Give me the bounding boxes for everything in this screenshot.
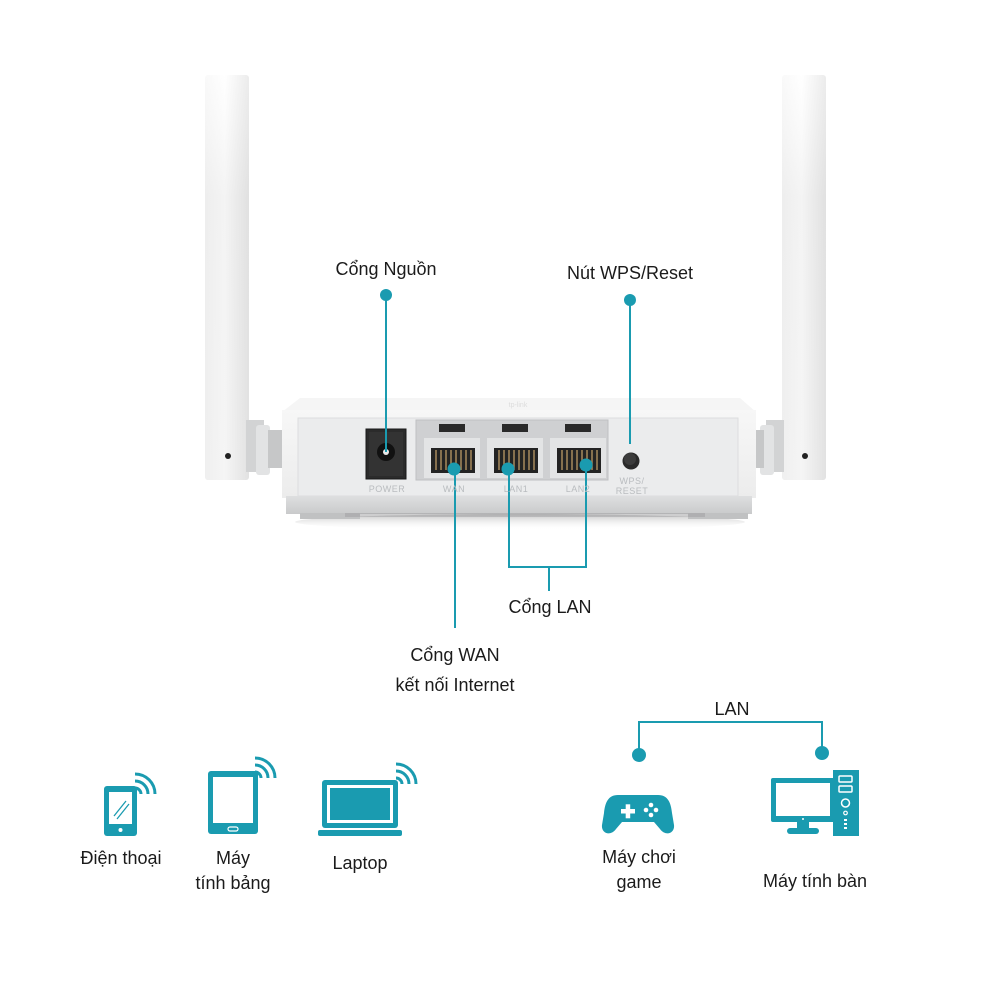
wps-reset-callout-label: Nút WPS/Reset xyxy=(566,263,694,283)
smartphone-icon xyxy=(104,772,157,836)
wps-reset-button xyxy=(622,452,640,470)
wan-callout-label-line2: kết nối Internet xyxy=(395,675,515,695)
wan-callout-label-line1: Cổng WAN xyxy=(410,645,500,665)
left-antenna xyxy=(205,75,286,480)
gamepad-icon xyxy=(601,795,675,834)
wps-port-label-line1: WPS/ xyxy=(619,476,645,486)
desktop-computer-icon xyxy=(771,770,859,836)
wps-callout-dot xyxy=(624,294,636,306)
callout-lines xyxy=(385,296,631,628)
tablet-label-line2: tính bảng xyxy=(195,873,271,893)
lan-connector-label: LAN xyxy=(714,699,750,719)
tablet-label-line1: Máy xyxy=(215,848,250,868)
lan1-callout-dot xyxy=(501,462,515,476)
smartphone-label: Điện thoại xyxy=(80,848,162,868)
lan1-port-label: LAN1 xyxy=(503,484,529,494)
tablet-icon xyxy=(208,756,277,834)
lan2-port-label: LAN2 xyxy=(565,484,591,494)
desktop-computer-label: Máy tính bàn xyxy=(762,871,868,891)
power-port-callout-label: Cổng Nguồn xyxy=(335,259,437,279)
laptop-icon xyxy=(318,762,418,836)
power-port-label: POWER xyxy=(368,484,406,494)
game-console-label-line1: Máy chơi xyxy=(602,847,676,867)
lan-ports-callout-label: Cổng LAN xyxy=(508,597,592,617)
lan2-callout-dot xyxy=(579,458,593,472)
right-antenna xyxy=(746,75,826,480)
svg-text:tp-link: tp-link xyxy=(509,402,528,409)
wan-port-label: WAN xyxy=(442,484,466,494)
laptop-label: Laptop xyxy=(332,853,388,873)
callout-dots xyxy=(380,289,636,476)
lan-connector xyxy=(632,721,829,762)
power-callout-dot xyxy=(380,289,392,301)
wps-port-label-line2: RESET xyxy=(615,486,649,496)
game-console-label-line2: game xyxy=(616,872,662,892)
lan2-port xyxy=(550,424,606,478)
wan-callout-dot xyxy=(447,462,461,476)
lan-callout-bracket xyxy=(508,470,587,568)
